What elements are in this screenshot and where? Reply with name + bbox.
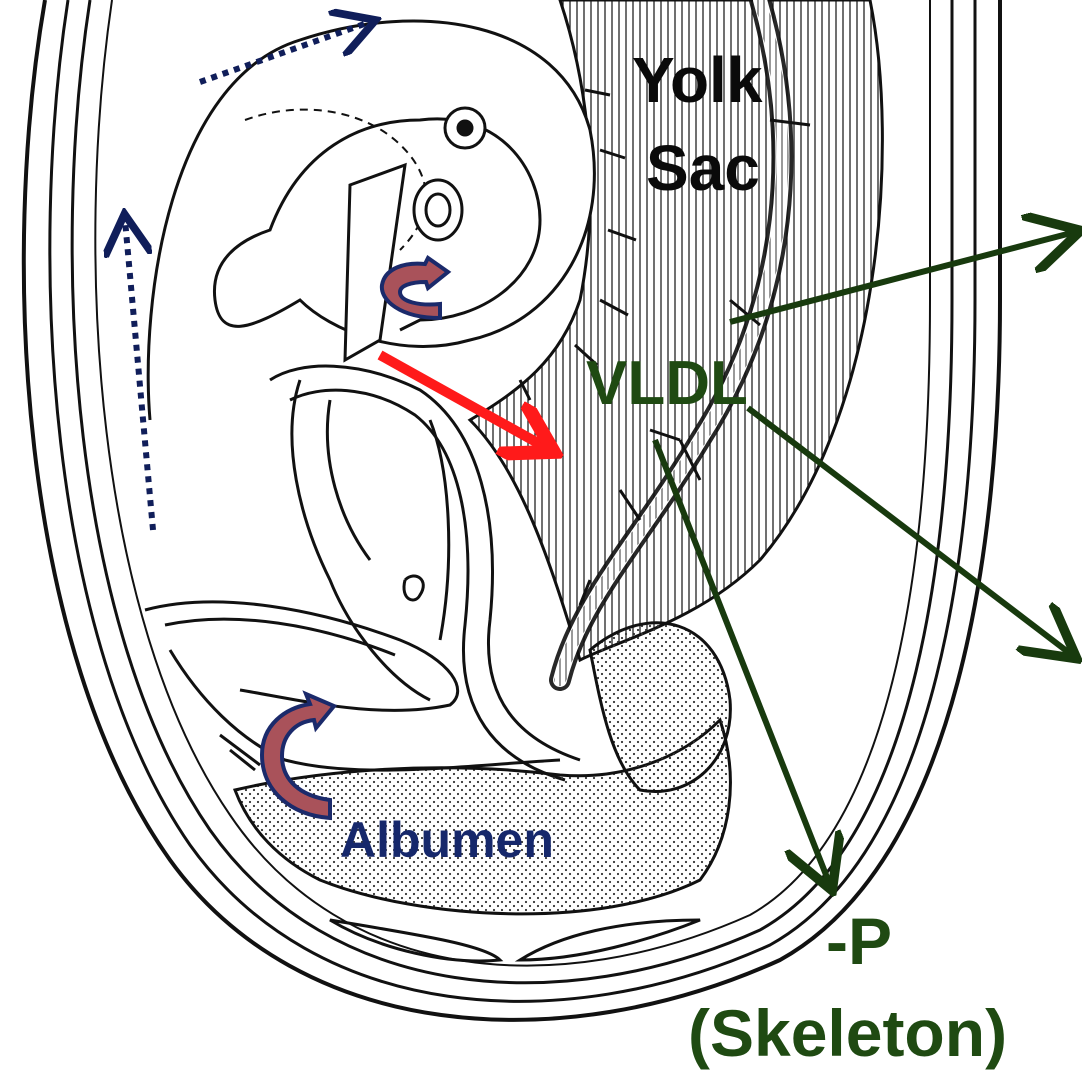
green-arrow-icon [748,408,1072,655]
yolk-sac-label-line1: Yolk [632,48,762,112]
embryo [148,21,594,700]
vldl-label: VLDL [586,353,748,415]
yolk-sac-label-line2: Sac [646,136,760,200]
phosphate-label: -P [826,908,892,974]
skeleton-label: (Skeleton) [688,1000,1007,1066]
albumen-region [235,623,730,914]
albumen-label: Albumen [340,815,554,865]
